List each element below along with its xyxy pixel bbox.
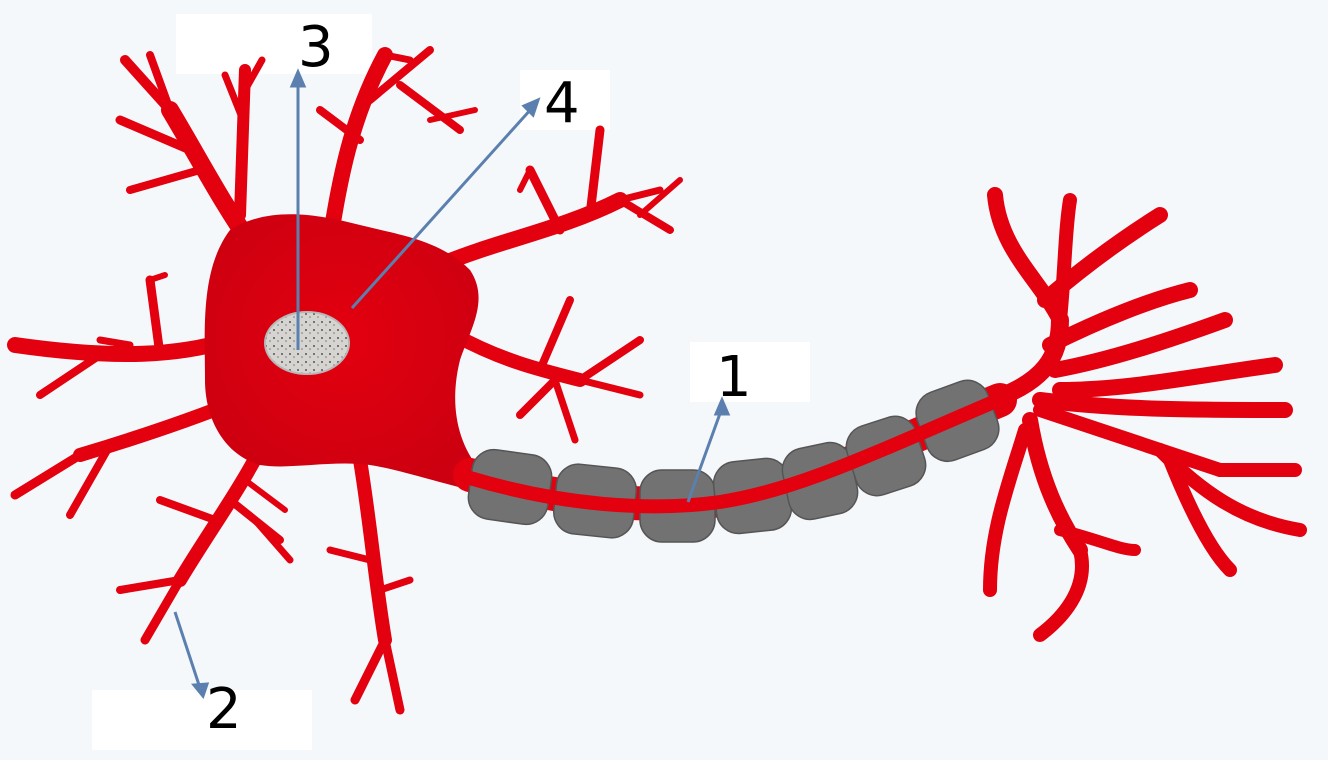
pointer-1-line: [686, 407, 724, 503]
label-2-background: [92, 690, 312, 750]
label-3-nucleus: 3: [298, 15, 334, 80]
label-1-background: [690, 342, 810, 402]
pointers: [173, 68, 731, 700]
axon-core: [463, 388, 1017, 514]
pointer-4-arrowhead: [521, 97, 541, 118]
pointer-2-arrowhead: [191, 682, 210, 700]
pointer-1-arrowhead: [713, 396, 731, 416]
pointer-2-line: [173, 611, 202, 689]
label-3-background: [176, 14, 372, 74]
axon-terminals: [983, 187, 1307, 642]
pointer-4-line: [350, 106, 534, 310]
pointer-3-arrowhead: [289, 68, 307, 88]
nucleus: [264, 311, 350, 375]
dendrites: [7, 46, 683, 715]
label-2-dendrite: 2: [206, 677, 242, 742]
label-1-axon: 1: [716, 345, 752, 410]
label-4-cell-body: 4: [544, 71, 580, 136]
